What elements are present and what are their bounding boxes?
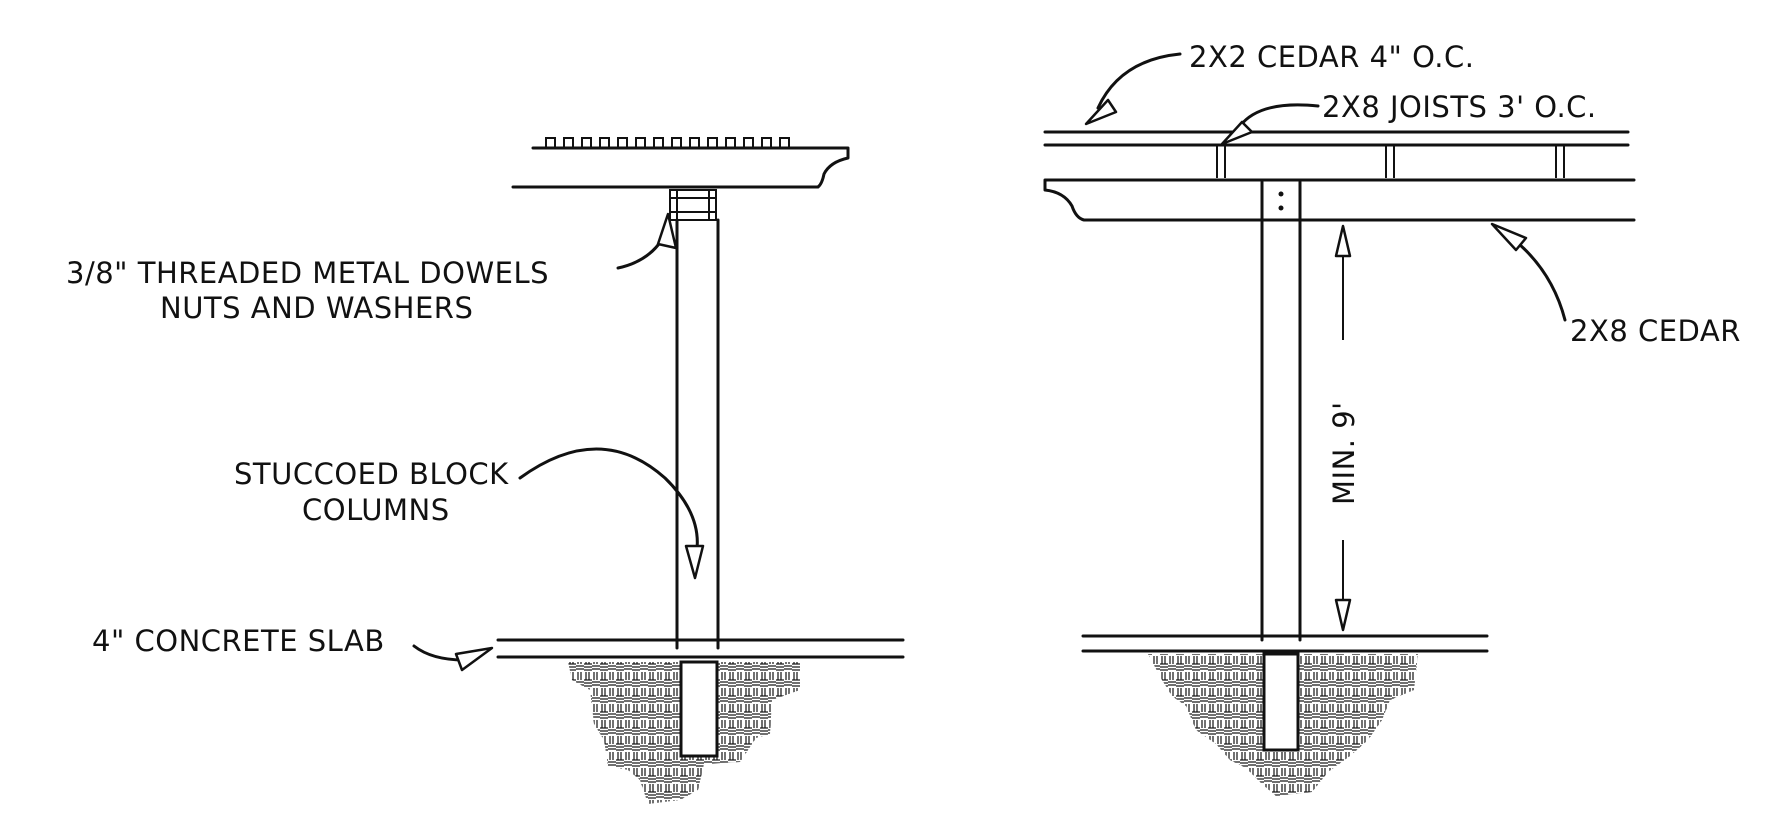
right-column-footing-core <box>1262 652 1300 752</box>
right-column <box>1260 180 1302 642</box>
leader-slab <box>412 644 494 672</box>
label-cedar-2x2: 2X2 CEDAR 4" O.C. <box>1189 40 1474 74</box>
right-slab <box>1081 634 1489 653</box>
right-detail <box>1043 130 1636 796</box>
left-column-footing-core <box>679 660 719 758</box>
right-joists <box>1216 145 1565 178</box>
left-column <box>675 218 720 650</box>
label-slab: 4" CONCRETE SLAB <box>92 624 385 658</box>
right-cedar-slats <box>1043 130 1630 147</box>
left-detail <box>496 137 905 804</box>
label-dowels-line2: NUTS AND WASHERS <box>160 291 473 325</box>
leader-cedar-2x8 <box>1490 222 1567 322</box>
leader-cedar-2x2 <box>1084 52 1182 126</box>
label-dowels-line1: 3/8" THREADED METAL DOWELS <box>66 256 549 290</box>
label-min-height: MIN. 9' <box>1327 401 1361 505</box>
leader-dowels <box>616 212 678 270</box>
leader-columns <box>518 447 705 580</box>
left-slab <box>496 638 905 659</box>
label-columns-line2: COLUMNS <box>302 493 450 527</box>
leader-joists <box>1220 103 1320 146</box>
height-dimension <box>1334 224 1352 632</box>
left-dowel-connection <box>669 189 717 221</box>
label-joists: 2X8 JOISTS 3' O.C. <box>1322 90 1597 124</box>
label-columns-line1: STUCCOED BLOCK <box>234 457 509 491</box>
label-cedar-2x8: 2X8 CEDAR <box>1570 314 1741 348</box>
right-beam <box>1043 178 1636 222</box>
left-beam <box>511 146 850 189</box>
